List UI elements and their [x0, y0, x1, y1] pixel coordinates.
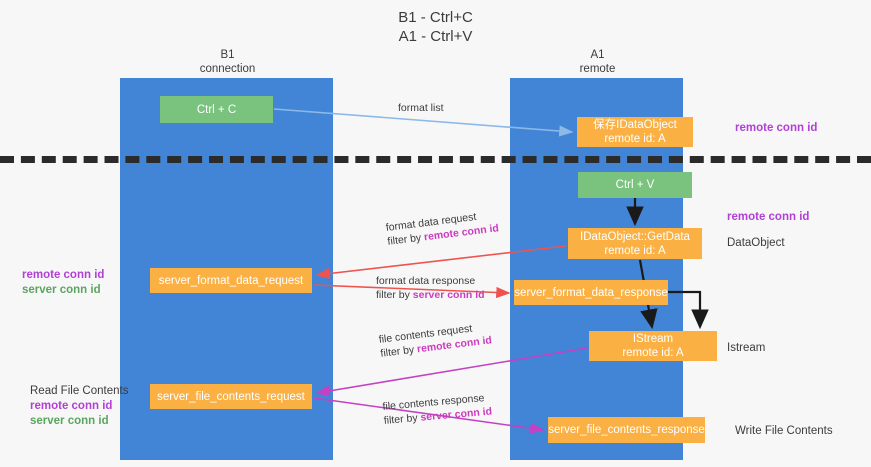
node-server-file-contents-request[interactable]: server_file_contents_request: [150, 384, 312, 409]
annotation-right-remote-conn-id-1: remote conn id: [735, 121, 817, 136]
node-ctrl-c[interactable]: Ctrl + C: [160, 96, 273, 123]
edge-label-line-1: format data response: [376, 275, 476, 287]
annotation-server-conn-id: server conn id: [30, 415, 109, 427]
node-server-file-contents-response[interactable]: server_file_contents_response: [548, 417, 705, 443]
edge-label-filter-prefix: filter by: [383, 411, 421, 427]
node-server-file-contents-response-label: server_file_contents_response: [548, 424, 705, 436]
edge-label-file-contents-response: file contents response filter by server …: [382, 391, 493, 428]
annotation-remote-conn-id: remote conn id: [30, 400, 113, 412]
edge-label-line-1: format list: [398, 102, 444, 114]
node-server-format-data-response-label: server_format_data_response: [514, 286, 668, 299]
annotation-read-file-contents: Read File Contents: [30, 385, 129, 397]
node-ctrl-v[interactable]: Ctrl + V: [578, 172, 692, 198]
annotation-right-istream: Istream: [727, 341, 765, 356]
swimlane-header-a1: A1 remote: [530, 48, 665, 76]
annotation-text: remote conn id: [735, 122, 818, 134]
node-ctrl-c-label: Ctrl + C: [196, 103, 237, 116]
edge-label-line-2: filter by server conn id: [376, 288, 485, 302]
node-ctrl-v-label: Ctrl + V: [615, 179, 655, 191]
swimlane-a1-name: A1: [590, 49, 605, 61]
node-getdata-title: IDataObject::GetData: [580, 230, 690, 243]
page-title: B1 - Ctrl+C A1 - Ctrl+V: [0, 8, 871, 46]
edge-label-format-data-response: format data response filter by server co…: [376, 274, 485, 302]
title-line-2: A1 - Ctrl+V: [398, 28, 473, 45]
annotation-left-read-file-contents: Read File Contents remote conn id server…: [30, 384, 128, 429]
swimlane-a1-role: remote: [579, 63, 616, 75]
node-server-format-data-request[interactable]: server_format_data_request: [150, 268, 312, 293]
edge-label-format-data-request: format data request filter by remote con…: [385, 207, 500, 248]
node-server-format-data-response[interactable]: server_format_data_response: [514, 280, 668, 305]
annotation-text: remote conn id: [727, 211, 810, 223]
edge-label-format-list: format list: [398, 101, 444, 115]
swimlane-b1-role: connection: [199, 63, 256, 75]
node-istream-subtitle: remote id: A: [622, 347, 684, 359]
annotation-right-dataobject: DataObject: [727, 236, 785, 251]
annotation-remote-conn-id: remote conn id: [22, 269, 105, 281]
annotation-text: DataObject: [727, 237, 785, 249]
node-server-file-contents-request-label: server_file_contents_request: [157, 390, 305, 403]
edge-label-filter-key: server conn id: [412, 289, 485, 301]
annotation-text: Istream: [727, 342, 766, 354]
edge-label-filter-prefix: filter by: [376, 289, 413, 301]
node-idataobject-getdata[interactable]: IDataObject::GetData remote id: A: [568, 228, 702, 259]
node-istream-title: IStream: [632, 333, 674, 345]
swimlane-b1-name: B1: [220, 49, 235, 61]
annotation-left-conn-ids-1: remote conn id server conn id: [22, 268, 104, 298]
phase-divider: [0, 156, 871, 163]
title-line-1: B1 - Ctrl+C: [398, 9, 473, 26]
node-save-idataobject-title: 保存IDataObject: [593, 119, 677, 131]
node-getdata-subtitle: remote id: A: [604, 244, 666, 257]
edge-label-filter-prefix: filter by: [386, 231, 425, 248]
node-save-idataobject[interactable]: 保存IDataObject remote id: A: [577, 117, 693, 147]
annotation-text: Write File Contents: [735, 425, 833, 437]
edge-label-file-contents-request: file contents request filter by remote c…: [378, 319, 493, 360]
annotation-right-remote-conn-id-2: remote conn id: [727, 210, 809, 225]
node-save-idataobject-subtitle: remote id: A: [604, 133, 666, 145]
edge-label-filter-prefix: filter by: [379, 343, 418, 360]
annotation-right-write-file-contents: Write File Contents: [735, 424, 833, 439]
annotation-server-conn-id: server conn id: [22, 284, 101, 296]
node-istream[interactable]: IStream remote id: A: [589, 331, 717, 361]
node-server-format-data-request-label: server_format_data_request: [158, 274, 304, 287]
swimlane-header-b1: B1 connection: [150, 48, 305, 76]
